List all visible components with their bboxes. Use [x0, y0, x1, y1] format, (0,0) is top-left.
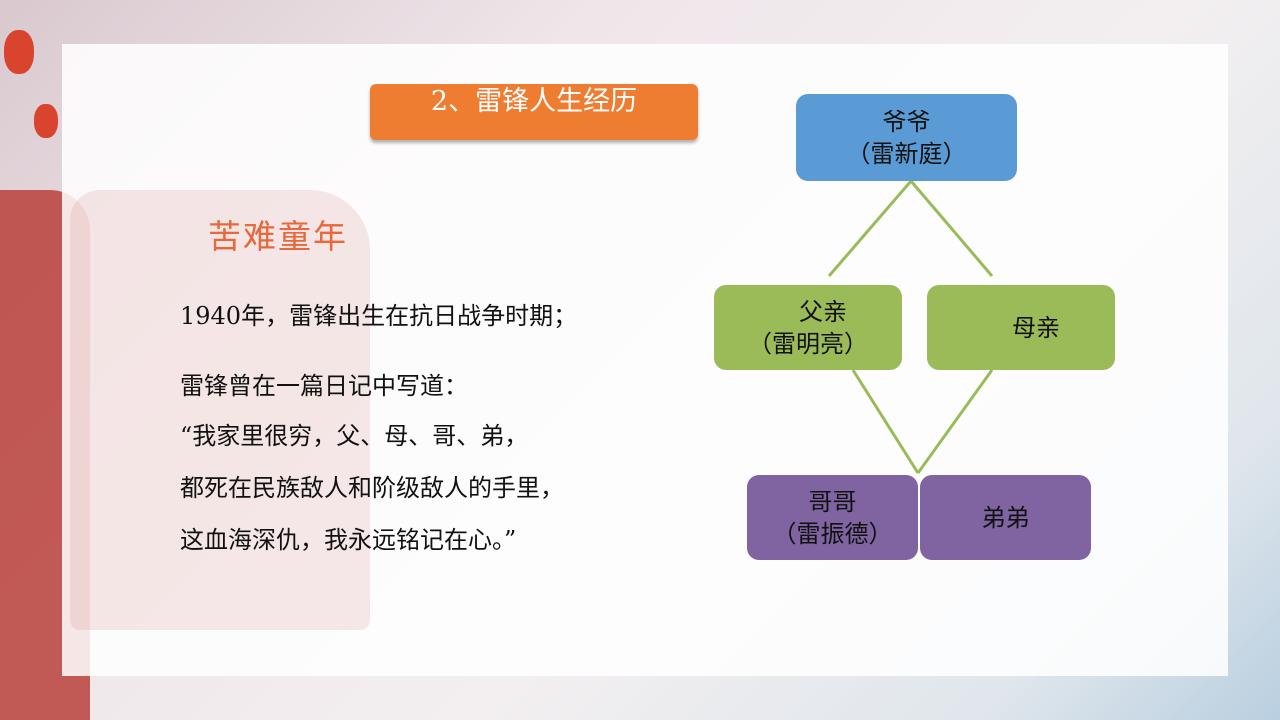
node-elder-brother: 哥哥 （雷振德） [747, 475, 918, 560]
node-younger-brother: 弟弟 [920, 475, 1091, 560]
node-role: 父亲 [799, 297, 847, 326]
node-father: 父亲 （雷明亮） [714, 285, 902, 370]
node-grandfather: 爷爷 （雷新庭） [796, 94, 1017, 181]
connector-line [909, 180, 994, 277]
lantern-decoration [4, 30, 34, 74]
background-figure-watermark [70, 190, 370, 630]
node-role: 母亲 [1012, 313, 1060, 342]
body-text-line: 都死在民族敌人和阶级敌人的手里， [180, 474, 564, 502]
section-heading: 苦难童年 [208, 217, 348, 256]
node-role: 弟弟 [981, 503, 1030, 532]
body-text-line: 1940年，雷锋出生在抗日战争时期； [180, 302, 578, 330]
body-text-line: 这血海深仇，我永远铭记在心。” [180, 526, 517, 554]
connector-line [827, 180, 913, 277]
node-name: （雷振德） [772, 519, 893, 548]
connector-line [851, 369, 920, 474]
node-mother: 母亲 [927, 285, 1115, 370]
node-name: （雷明亮） [748, 329, 868, 358]
body-text-line: “我家里很穷，父、母、哥、弟， [180, 422, 529, 450]
connector-line [916, 369, 994, 474]
body-text-line: 雷锋曾在一篇日记中写道： [180, 372, 468, 400]
slide-title-banner: 2、雷锋人生经历 [370, 84, 698, 140]
node-role: 哥哥 [808, 487, 857, 516]
node-name: （雷新庭） [846, 139, 967, 168]
node-role: 爷爷 [882, 107, 931, 136]
lantern-decoration [34, 104, 58, 138]
